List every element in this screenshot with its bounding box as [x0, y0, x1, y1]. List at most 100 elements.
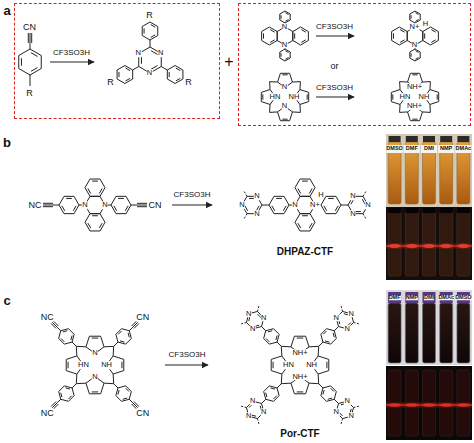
- meso-bond: [76, 346, 86, 348]
- photo-background: [386, 207, 472, 280]
- bond: [341, 205, 348, 206]
- network-bond: [257, 305, 259, 312]
- double-bond: [323, 390, 324, 394]
- atom-label: N: [344, 325, 350, 333]
- double-bond: [68, 396, 71, 399]
- atom-label: N: [261, 314, 267, 322]
- network-bond: [341, 305, 343, 312]
- substituent-label: CN: [136, 313, 150, 322]
- benzene-ring: [264, 386, 279, 401]
- atom-label: NH+: [292, 350, 308, 358]
- meso-bond: [269, 82, 270, 90]
- atom-label: N: [146, 69, 152, 77]
- atom-label: N: [239, 201, 245, 209]
- double-bond: [66, 198, 72, 199]
- substituent-label: CN: [148, 201, 162, 210]
- atom-label: N: [246, 310, 252, 318]
- bond: [262, 327, 266, 331]
- bond: [262, 399, 266, 403]
- benzene-ring: [410, 11, 420, 23]
- meso-bond: [113, 374, 115, 384]
- double-bond: [61, 338, 64, 341]
- triple-bond: [31, 33, 32, 43]
- vial: [457, 303, 470, 363]
- benzene-ring: [410, 49, 420, 61]
- meso-bond: [76, 374, 78, 384]
- double-bond: [61, 393, 62, 397]
- vial-cap: [457, 208, 469, 213]
- double-bond: [285, 58, 288, 60]
- reaction-scheme-box: CNRCF3SO3HRNNNRR: [14, 3, 220, 119]
- atom-label: N: [254, 193, 260, 201]
- vial-cap: [405, 292, 418, 303]
- atom-label: NH: [101, 361, 113, 369]
- triple-bond: [43, 206, 53, 207]
- network-bond: [240, 322, 247, 324]
- benzene-ring: [295, 179, 315, 196]
- product-name: Por-CTF: [280, 429, 319, 439]
- double-bond: [88, 223, 91, 228]
- meso-bond: [281, 383, 291, 385]
- photo-background: [386, 366, 472, 440]
- solvent-label: NMP: [406, 295, 418, 301]
- benzene-ring: [280, 11, 290, 23]
- atom-label: N+: [409, 23, 420, 31]
- solvent-label: DMSO: [386, 146, 403, 152]
- double-bond: [285, 20, 288, 22]
- bond: [319, 384, 323, 388]
- meso-bond: [269, 104, 270, 112]
- bond: [277, 342, 281, 346]
- solvent-label: DMAc: [438, 295, 454, 301]
- benzene-ring: [280, 49, 290, 61]
- double-bond: [276, 336, 277, 340]
- atom-label: N: [365, 201, 371, 209]
- meso-bond: [400, 111, 408, 112]
- benzene-ring: [423, 27, 439, 45]
- triple-bond: [30, 33, 31, 43]
- meso-bond: [104, 383, 114, 385]
- atom-label: N: [246, 412, 252, 420]
- substituent-label: NC: [40, 313, 54, 322]
- double-bond: [309, 223, 312, 228]
- substituent-label: NC: [28, 201, 42, 210]
- atom-label: N: [292, 201, 298, 209]
- double-bond: [302, 181, 308, 182]
- double-bond: [324, 206, 327, 211]
- substituent-label: CN: [23, 22, 37, 31]
- bond: [57, 327, 61, 331]
- reagent-label: CF3SO3H: [53, 49, 90, 57]
- double-bond: [411, 15, 412, 18]
- vial-cap: [457, 136, 469, 142]
- meso-bond: [429, 82, 430, 90]
- benzene-ring: [85, 214, 105, 231]
- benzene-ring: [262, 27, 278, 45]
- double-bond: [125, 206, 128, 211]
- meso-bond: [309, 383, 319, 385]
- benzene-ring: [59, 196, 79, 213]
- vial-cap: [440, 136, 452, 142]
- substituent-label: R: [107, 78, 115, 87]
- benzene-ring: [321, 196, 341, 213]
- double-bond: [298, 188, 301, 193]
- panel-letter: a: [3, 4, 10, 17]
- double-bond: [415, 13, 418, 15]
- double-bond: [307, 94, 308, 99]
- double-bond: [270, 40, 275, 43]
- benzene-ring: [85, 179, 105, 196]
- double-bond: [151, 35, 156, 38]
- double-bond: [283, 206, 286, 211]
- triple-bond: [53, 321, 58, 326]
- vial: [423, 303, 436, 363]
- double-bond: [281, 15, 282, 18]
- meso-bond: [270, 81, 278, 82]
- double-bond: [273, 362, 274, 368]
- double-bond: [126, 68, 131, 71]
- atom-label: N: [333, 408, 339, 416]
- atom-label: NH: [306, 361, 318, 369]
- double-bond: [123, 398, 127, 399]
- vial-cap: [389, 136, 401, 142]
- solvent-label: NMP: [440, 146, 452, 152]
- vial-cap: [388, 292, 401, 303]
- meso-bond: [422, 81, 430, 82]
- double-bond: [400, 40, 405, 43]
